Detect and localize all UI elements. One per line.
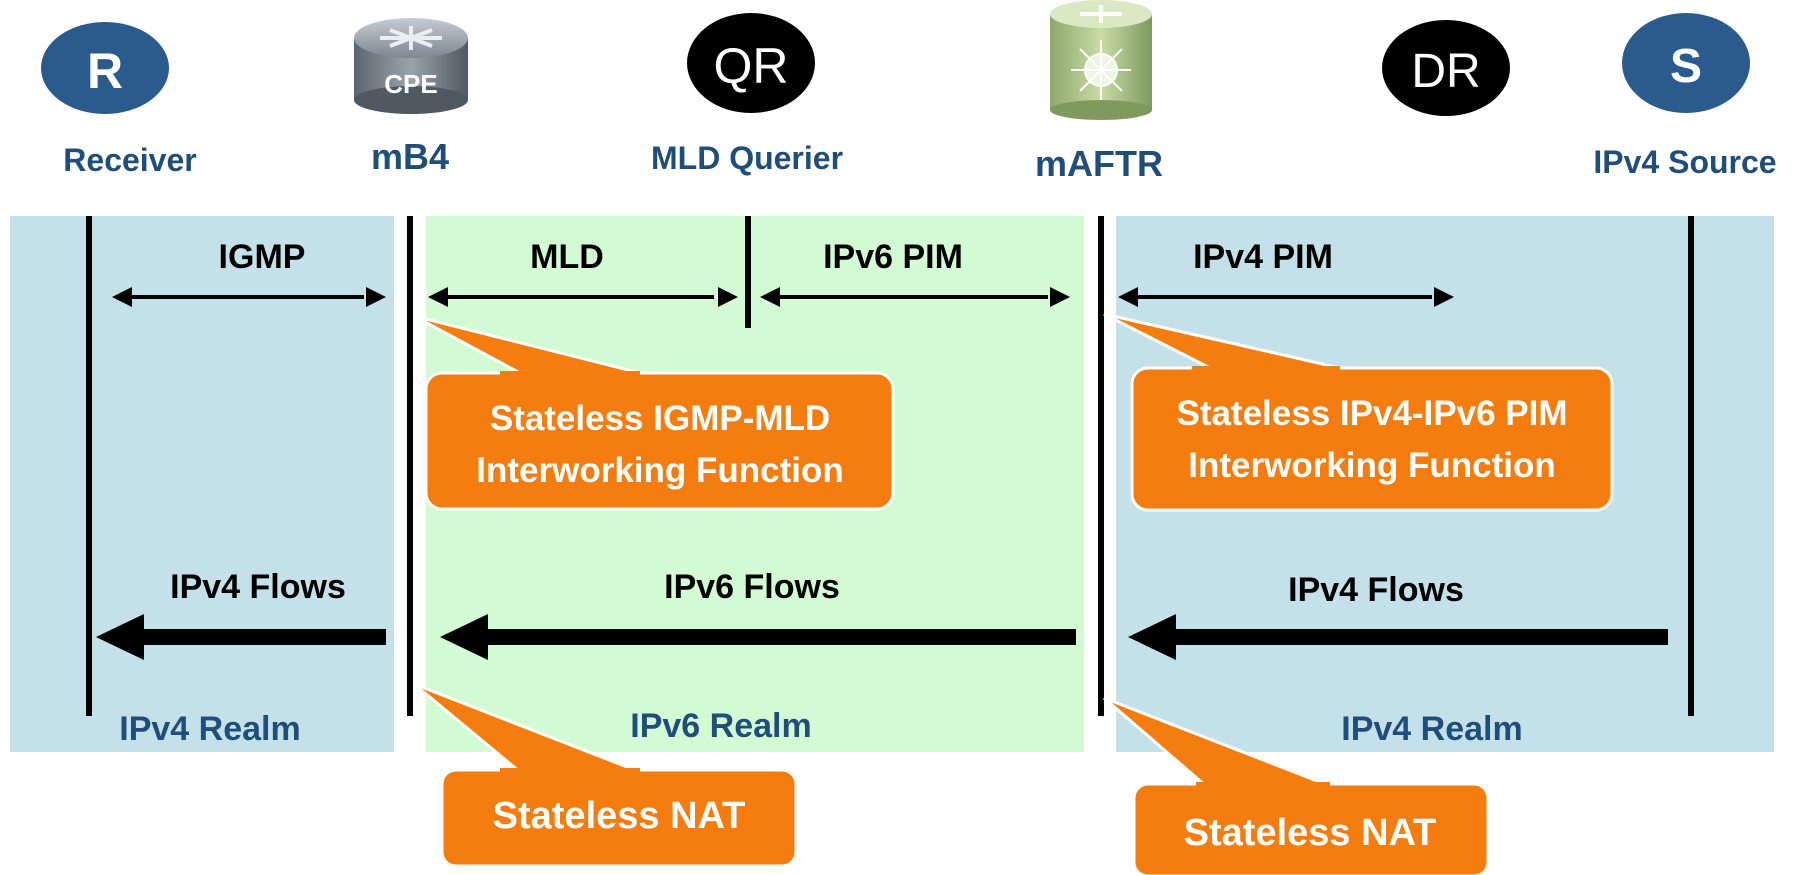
ipv6-pim-arrow <box>760 287 1070 307</box>
cpe-glyph: CPE <box>384 69 437 99</box>
dr-glyph: DR <box>1411 45 1480 98</box>
callout-igmp-mld-line2: Interworking Function <box>476 451 843 490</box>
callout-nat-right: Stateless NAT <box>1103 696 1490 875</box>
callout-nat-left-text: Stateless NAT <box>493 795 746 837</box>
source-glyph: S <box>1670 40 1702 93</box>
maftr-router-icon <box>1050 0 1152 120</box>
ipv4-realm-right-label: IPv4 Realm <box>1341 710 1522 748</box>
callout-nat-right-text: Stateless NAT <box>1184 812 1437 854</box>
callout-pim-line1: Stateless IPv4-IPv6 PIM <box>1176 394 1567 433</box>
ipv4-flow-arrow-right <box>1128 614 1668 660</box>
maftr-label: mAFTR <box>1035 143 1163 184</box>
ipv4-pim-label: IPv4 PIM <box>1193 238 1333 276</box>
querier-circle <box>687 13 815 113</box>
dr-circle <box>1382 20 1510 116</box>
ipv6-realm-label: IPv6 Realm <box>630 707 811 745</box>
callout-pim: Stateless IPv4-IPv6 PIM Interworking Fun… <box>1103 312 1614 512</box>
querier-node: QR <box>687 13 815 113</box>
callout-nat-left: Stateless NAT <box>413 682 798 868</box>
ipv4-flows-right-label: IPv4 Flows <box>1288 571 1464 609</box>
protocol-arrows <box>112 287 1454 307</box>
querier-glyph: QR <box>714 38 789 94</box>
ipv4-pim-arrow <box>1118 287 1454 307</box>
receiver-node: R <box>41 22 169 114</box>
ipv4-realm-left-label: IPv4 Realm <box>119 710 300 748</box>
node-lines <box>86 216 1694 716</box>
dr-node: DR <box>1382 20 1510 116</box>
receiver-glyph: R <box>87 43 123 99</box>
ipv6-pim-label: IPv6 PIM <box>823 238 963 276</box>
callout-igmp-mld-line1: Stateless IGMP-MLD <box>490 399 830 438</box>
source-node: S <box>1622 13 1750 113</box>
ipv4-flows-left-label: IPv4 Flows <box>170 568 346 606</box>
ipv4-flow-arrow-left <box>96 614 386 660</box>
receiver-circle <box>41 22 169 114</box>
flow-arrows <box>96 614 1668 660</box>
mld-label: MLD <box>530 238 604 276</box>
mld-querier-label: MLD Querier <box>651 140 843 176</box>
receiver-label: Receiver <box>63 142 196 178</box>
ipv4-realm-left-bg <box>10 216 394 752</box>
callout-igmp-mld: Stateless IGMP-MLD Interworking Function <box>413 314 895 511</box>
callout-pim-line2: Interworking Function <box>1188 446 1555 485</box>
mb4-label: mB4 <box>371 136 449 177</box>
cpe-router-icon: CPE <box>354 18 468 114</box>
igmp-arrow <box>112 287 386 307</box>
ipv6-flow-arrow <box>440 614 1076 660</box>
mld-arrow <box>428 287 738 307</box>
igmp-label: IGMP <box>219 238 306 276</box>
source-circle <box>1622 13 1750 113</box>
ipv4-source-label: IPv4 Source <box>1593 144 1776 180</box>
ipv6-flows-label: IPv6 Flows <box>664 568 840 606</box>
